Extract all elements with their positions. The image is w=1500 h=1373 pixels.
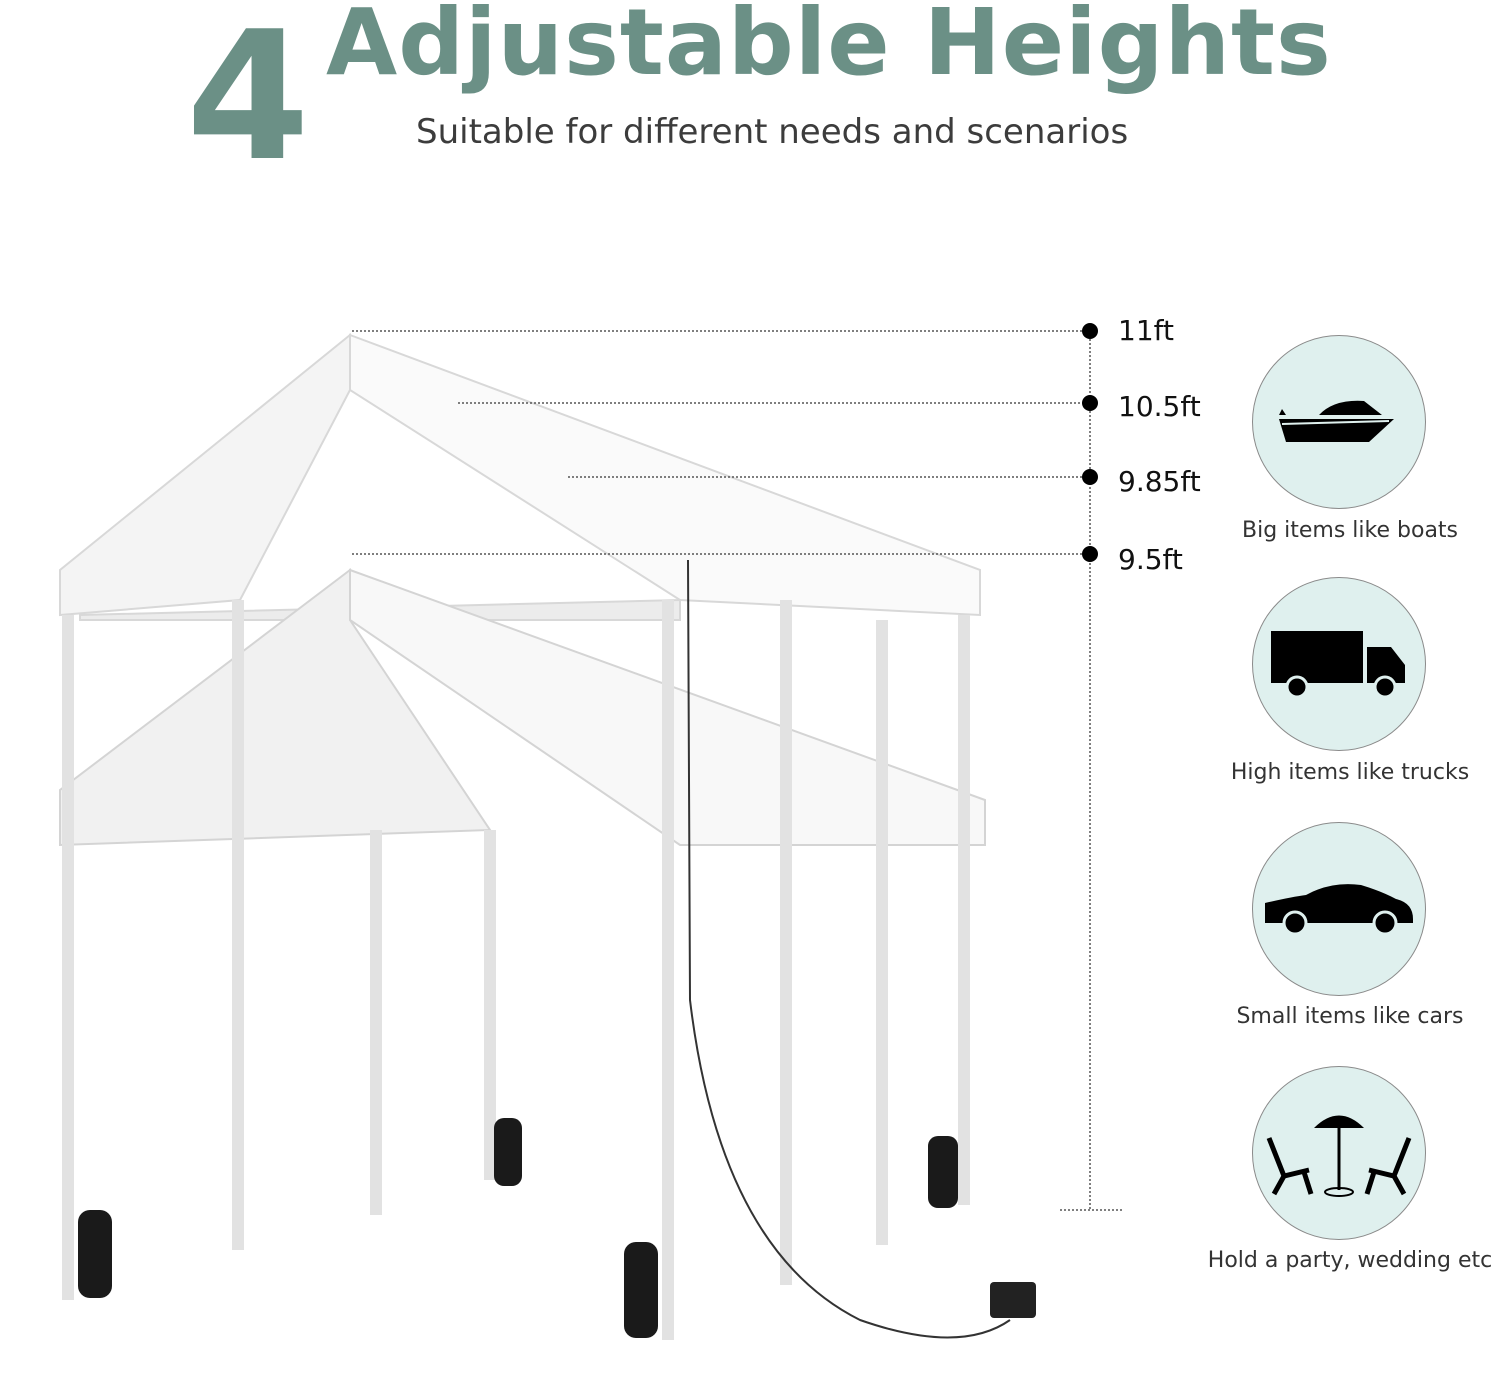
- height-markers: [352, 330, 1122, 1211]
- height-label-9-85ft: 9.85ft: [1118, 465, 1201, 498]
- page-title: Adjustable Heights: [326, 0, 1332, 96]
- use-caption: High items like trucks: [1230, 760, 1470, 785]
- use-caption: Hold a party, wedding etc: [1207, 1248, 1493, 1273]
- heading-number: 4: [186, 0, 310, 200]
- string-lights: [687, 559, 1011, 1339]
- car-icon: [1265, 884, 1413, 936]
- page-subtitle: Suitable for different needs and scenari…: [416, 112, 1129, 152]
- height-label-9-5ft: 9.5ft: [1118, 543, 1183, 576]
- truck-icon: [1271, 631, 1405, 699]
- canopy-legs: [62, 600, 970, 1340]
- boat-icon: [1279, 400, 1394, 442]
- use-caption: Small items like cars: [1236, 1004, 1464, 1029]
- use-circle-trucks: [1252, 577, 1426, 751]
- party-icon: [1266, 1115, 1412, 1197]
- upper-canopy: [59, 332, 981, 621]
- height-dots: [1082, 323, 1098, 562]
- use-caption: Big items like boats: [1241, 518, 1459, 543]
- use-circle-boats: [1252, 335, 1426, 509]
- height-label-10-5ft: 10.5ft: [1118, 390, 1201, 423]
- solar-panel: [990, 1282, 1036, 1318]
- height-label-11ft: 11ft: [1118, 314, 1174, 347]
- use-circle-cars: [1252, 822, 1426, 996]
- sandbag-weights: [78, 1118, 958, 1338]
- use-circle-party: [1252, 1066, 1426, 1240]
